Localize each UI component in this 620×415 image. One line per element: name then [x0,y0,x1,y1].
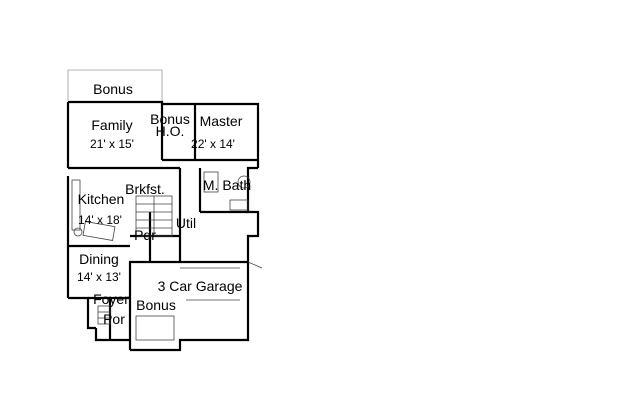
kitchen-fixtures [71,179,116,241]
porch-label: Por [103,311,125,327]
porch-steps [97,305,111,325]
pdr-label: Pdr [134,227,156,243]
dining-size: 14' x 13' [77,270,121,284]
family-label: Family [91,117,132,133]
garage-details [135,261,263,341]
master-label: Master [200,113,243,129]
bonus-ho-label-2: H.O. [156,123,185,139]
kitchen-size: 14' x 18' [78,213,122,227]
bonus-top-area [67,69,163,102]
mbath-label: M. Bath [203,177,251,193]
foyer-label: Foyer [93,291,129,307]
garage-label: 3 Car Garage [158,278,243,294]
bonus-bottom-label: Bonus [136,297,176,313]
dining-label: Dining [79,251,119,267]
brkfst-label: Brkfst. [125,181,165,197]
family-size: 21' x 15' [90,137,134,151]
bonus-ho-label-1: Bonus [150,111,190,127]
kitchen-label: Kitchen [78,191,125,207]
master-size: 22' x 14' [191,137,235,151]
bath-fixtures [203,171,251,211]
bonus-top-label: Bonus [93,81,133,97]
util-label: Util [176,215,196,231]
stairs [135,195,173,237]
exterior-walls [66,100,260,352]
